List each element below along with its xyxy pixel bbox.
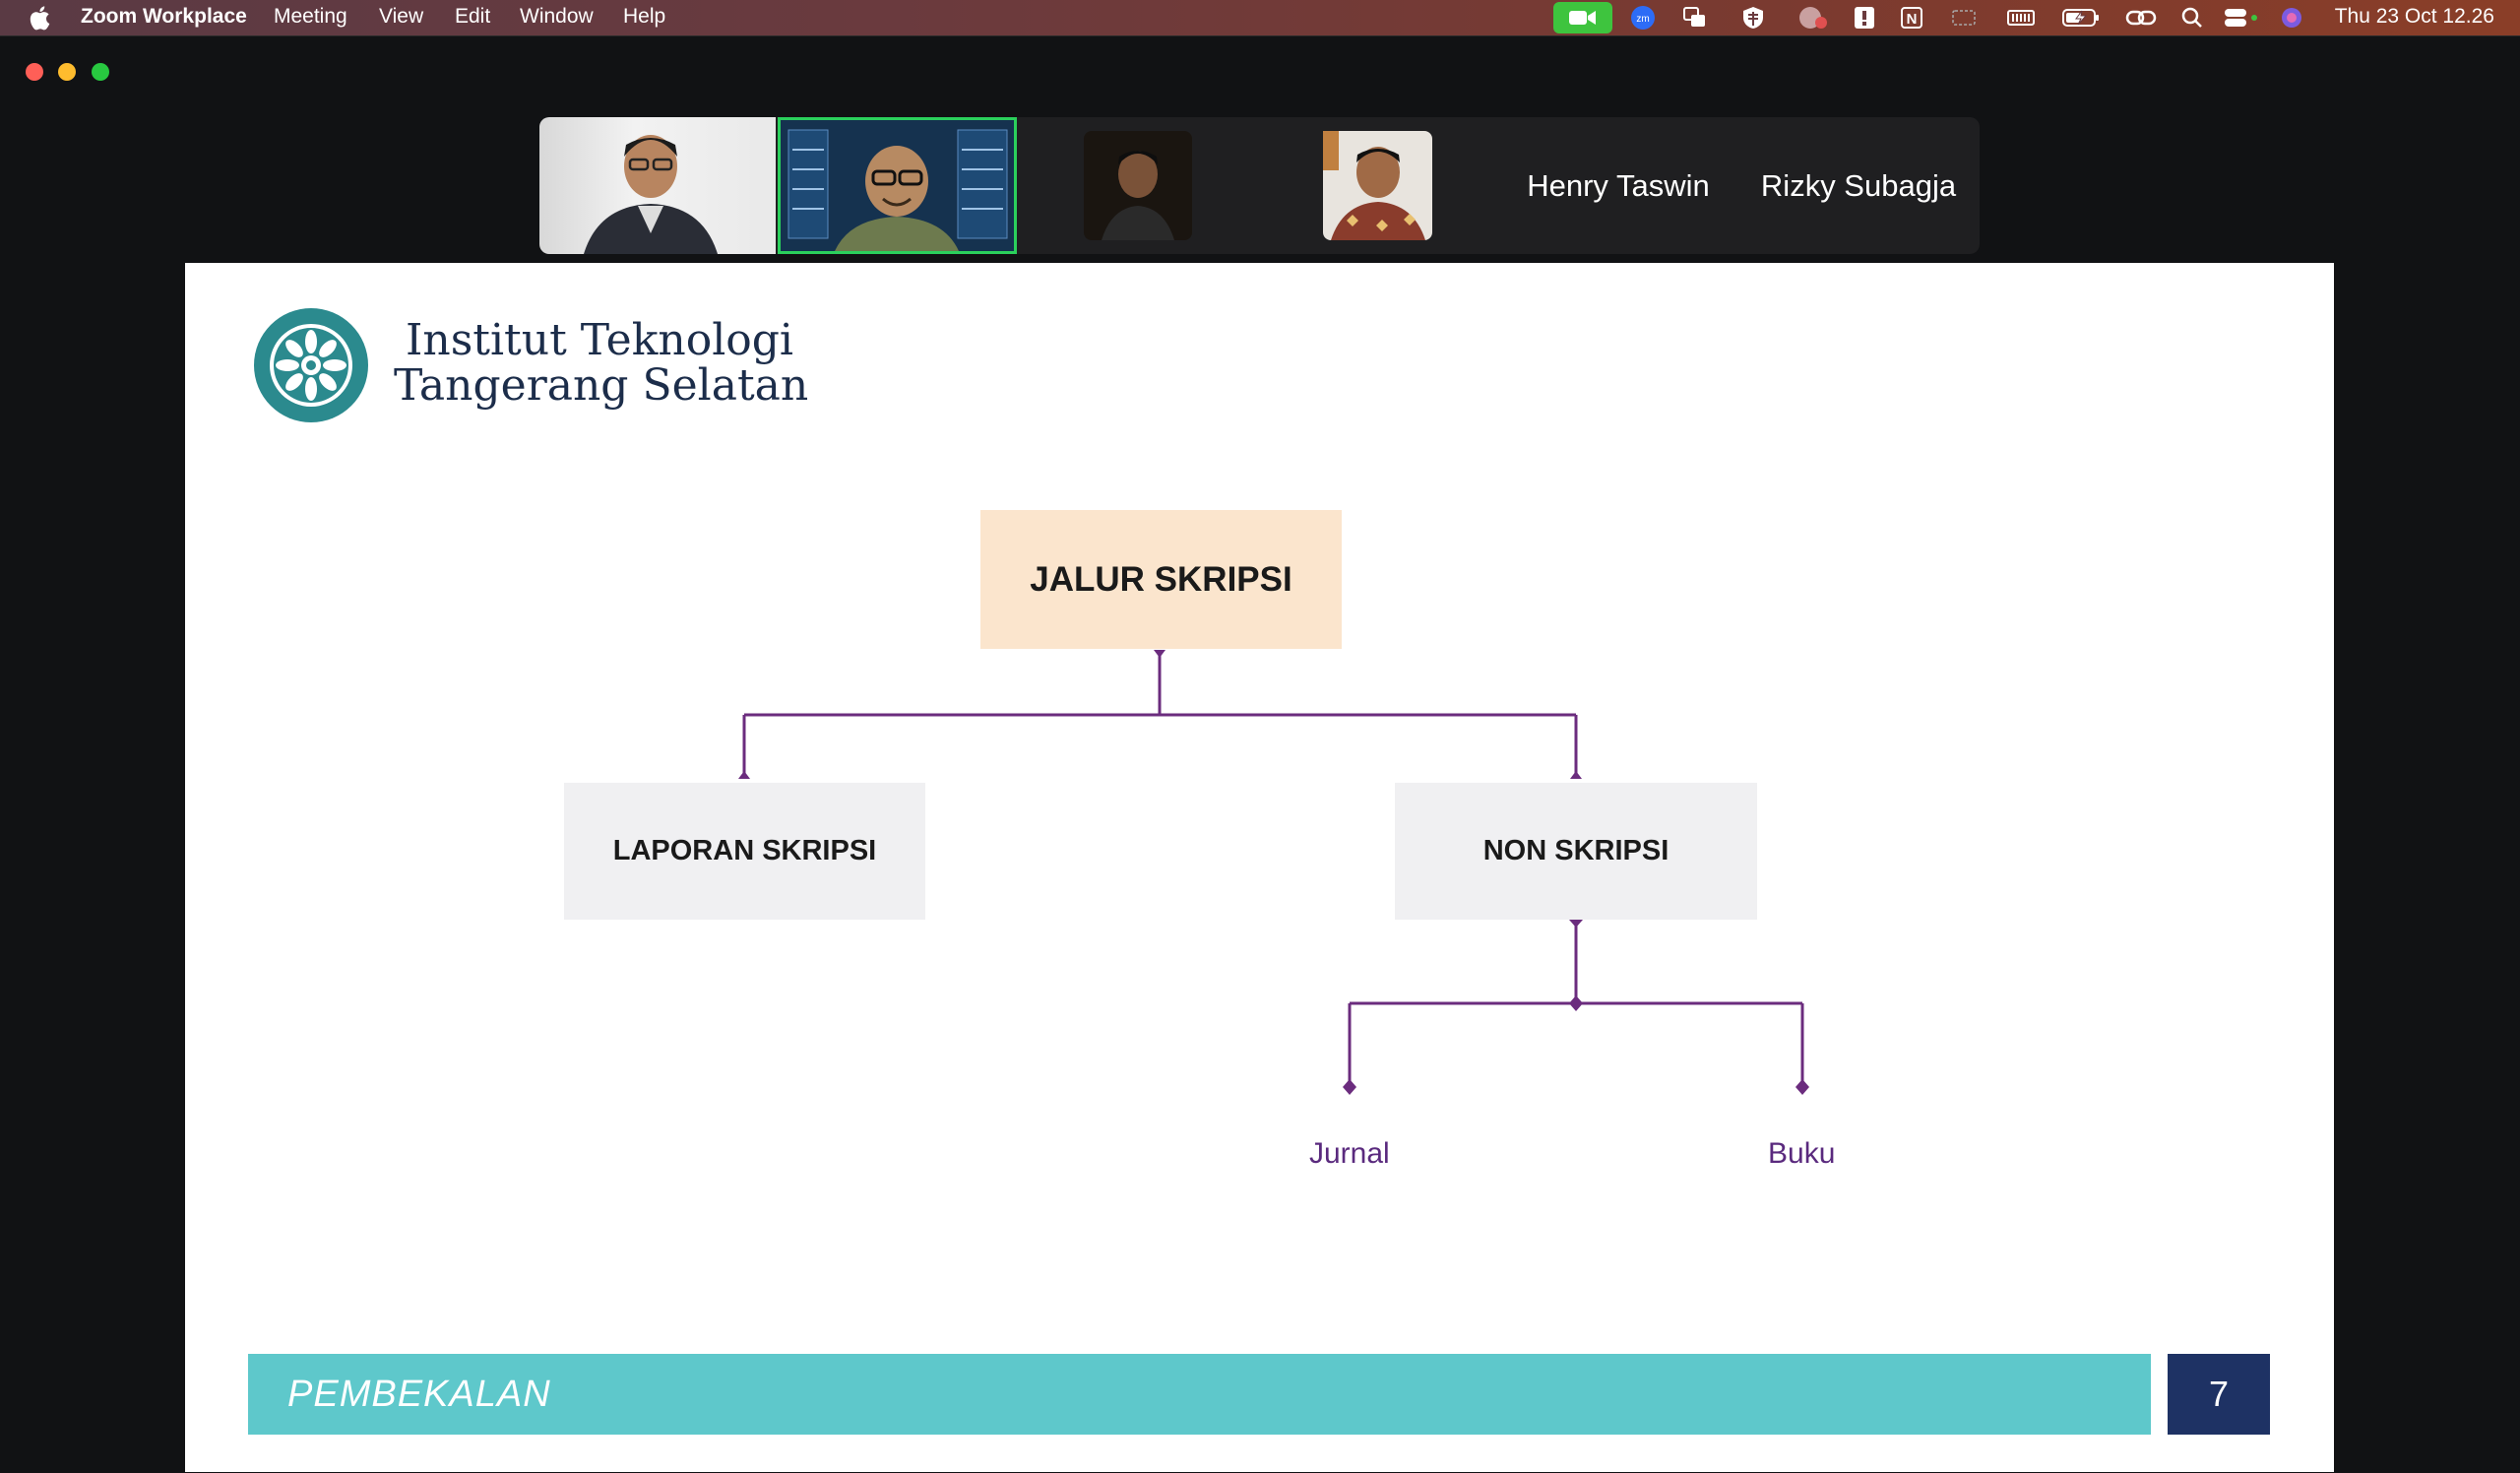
logo-text-line1: Institut Teknologi <box>406 315 794 365</box>
tree-leaf-jurnal: Jurnal <box>1309 1137 1390 1170</box>
tree-branch-non-skripsi: NON SKRIPSI <box>1395 783 1757 920</box>
zoom-video-icon[interactable] <box>1553 2 1612 33</box>
logo-text-line2: Tangerang Selatan <box>394 360 809 411</box>
menu-edit[interactable]: Edit <box>455 5 491 28</box>
itts-logo-icon <box>254 308 368 422</box>
menu-window[interactable]: Window <box>520 5 594 28</box>
memory-icon[interactable] <box>2006 5 2036 31</box>
notion-icon[interactable]: N <box>1900 5 1923 31</box>
menu-meeting[interactable]: Meeting <box>274 5 347 28</box>
svg-text:zm: zm <box>1636 14 1649 25</box>
participant-name-henry[interactable]: Henry Taswin <box>1527 167 1710 203</box>
battery-charging-icon[interactable] <box>2061 5 2101 31</box>
link-icon[interactable] <box>2124 5 2158 31</box>
display-icon[interactable] <box>1951 5 1977 31</box>
participant-video-1[interactable] <box>539 117 776 254</box>
slide-page-number: 7 <box>2168 1354 2270 1435</box>
participant-strip: Henry Taswin Rizky Subagja <box>539 117 1980 254</box>
participant-video-2-active[interactable] <box>778 117 1017 254</box>
slide-footer-bar: PEMBEKALAN <box>248 1354 2151 1435</box>
menu-app-name[interactable]: Zoom Workplace <box>81 5 247 28</box>
menu-view[interactable]: View <box>379 5 424 28</box>
close-button[interactable] <box>26 63 43 81</box>
participant-video-3[interactable] <box>1019 117 1257 254</box>
shared-screen-slide: Institut Teknologi Tangerang Selatan JAL… <box>185 263 2334 1472</box>
participant-video-4[interactable] <box>1258 117 1497 254</box>
control-center-icon[interactable] <box>2223 5 2260 31</box>
macos-menu-bar: Zoom Workplace Meeting View Edit Window … <box>0 0 2520 35</box>
participant-avatar-image <box>1084 131 1192 240</box>
slide-footer-title: PEMBEKALAN <box>287 1373 551 1415</box>
search-icon[interactable] <box>2181 5 2203 31</box>
alert-icon[interactable] <box>1853 5 1876 31</box>
zoom-button[interactable] <box>92 63 109 81</box>
tree-leaf-buku: Buku <box>1768 1137 1836 1170</box>
minimize-button[interactable] <box>58 63 76 81</box>
globe-icon[interactable] <box>1797 5 1829 31</box>
tree-branch-laporan-skripsi: LAPORAN SKRIPSI <box>564 783 925 920</box>
window-switch-icon[interactable] <box>1681 5 1709 31</box>
svg-text:N: N <box>1907 11 1918 28</box>
participant-avatar-image <box>1323 131 1432 240</box>
tree-root-node: JALUR SKRIPSI <box>980 510 1342 649</box>
siri-icon[interactable] <box>2280 5 2303 31</box>
tree-connectors <box>738 650 1809 1095</box>
zoom-zm-icon[interactable]: zm <box>1630 5 1656 31</box>
apple-logo-icon[interactable] <box>30 5 51 31</box>
shield-grid-icon[interactable] <box>1740 5 1766 31</box>
participant-avatar-image <box>781 120 1014 251</box>
participant-name-rizky[interactable]: Rizky Subagja <box>1760 167 1957 203</box>
menu-clock[interactable]: Thu 23 Oct 12.26 <box>2334 5 2494 28</box>
participant-avatar-image <box>584 135 718 254</box>
menu-help[interactable]: Help <box>623 5 666 28</box>
